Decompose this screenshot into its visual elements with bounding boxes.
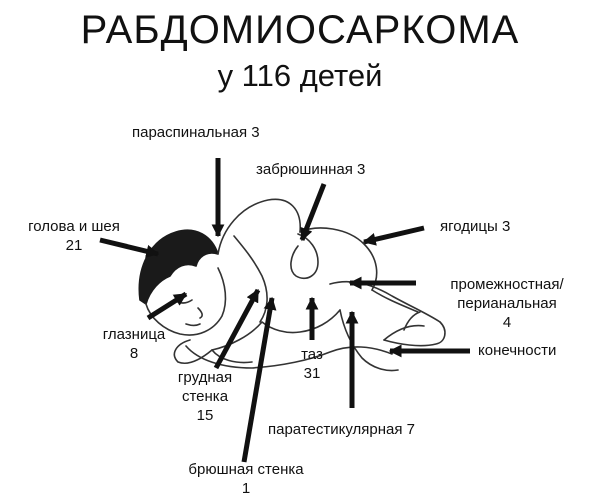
thigh xyxy=(329,280,441,323)
lower-leg-bent xyxy=(339,309,399,372)
foot xyxy=(383,324,425,341)
page-subtitle: у 116 детей xyxy=(217,58,383,93)
label-paratesticular: паратестикулярная 7 xyxy=(268,421,415,438)
label-head-neck: голова и шея 21 xyxy=(28,218,120,254)
nose xyxy=(197,307,203,319)
label-paraspinal: параспинальная 3 xyxy=(132,124,260,141)
page-title: РАБДОМИОСАРКОМА xyxy=(80,8,520,52)
arrows xyxy=(99,158,470,463)
arrow-icon-orbit xyxy=(146,291,188,321)
arrow-icon-abdominal-wall xyxy=(241,296,277,463)
face-outline xyxy=(145,267,227,336)
label-orbit: глазница 8 xyxy=(102,326,166,362)
lower-leg xyxy=(383,321,446,347)
arrow-icon-chest-wall xyxy=(213,288,261,370)
label-buttocks: ягодицы 3 xyxy=(440,218,511,235)
fist xyxy=(290,233,319,280)
hair-shape xyxy=(138,229,219,305)
blanket-outline xyxy=(185,345,393,369)
arm-under xyxy=(211,349,253,364)
label-abdominal-wall: брюшная стенка 1 xyxy=(188,461,304,497)
mouth xyxy=(185,323,201,327)
arrow-icon-buttocks xyxy=(362,225,425,246)
label-retroperitoneal: забрюшинная 3 xyxy=(256,161,366,178)
label-pelvis: таз 31 xyxy=(301,346,323,382)
torso-front xyxy=(211,309,341,351)
knee xyxy=(371,289,419,313)
arrow-icon-head-neck xyxy=(99,237,160,258)
toes xyxy=(403,311,421,331)
arrow-icon-retroperitoneal xyxy=(299,183,327,242)
label-chest-wall: грудная стенка 15 xyxy=(177,369,233,424)
label-limbs: конечности xyxy=(478,342,557,359)
back-outline xyxy=(217,198,301,255)
label-perineal: промежностная/ перианальная 4 xyxy=(450,276,564,331)
